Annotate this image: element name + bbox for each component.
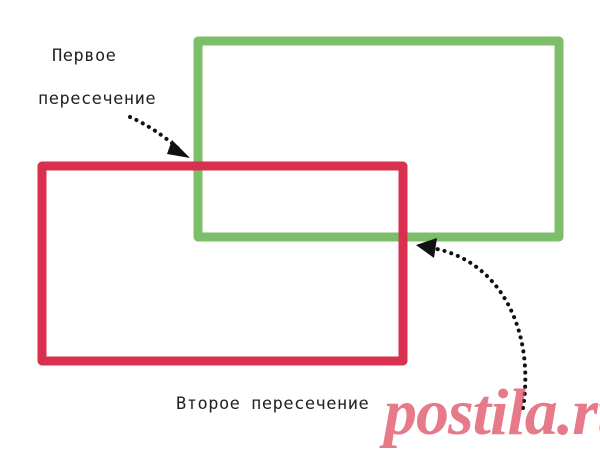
second-intersection-label: Второе пересечение <box>176 394 370 414</box>
first-intersection-label-line1: Первое <box>52 46 117 66</box>
second-arrowhead <box>416 238 437 258</box>
first-arrowhead <box>167 140 190 158</box>
first-intersection-arrow <box>128 115 182 152</box>
red-rectangle <box>37 161 408 366</box>
watermark: postila.ru <box>384 376 600 449</box>
second-intersection-arrow <box>430 246 528 410</box>
first-intersection-label-line2: пересечение <box>38 89 157 109</box>
green-rectangle <box>193 36 564 242</box>
